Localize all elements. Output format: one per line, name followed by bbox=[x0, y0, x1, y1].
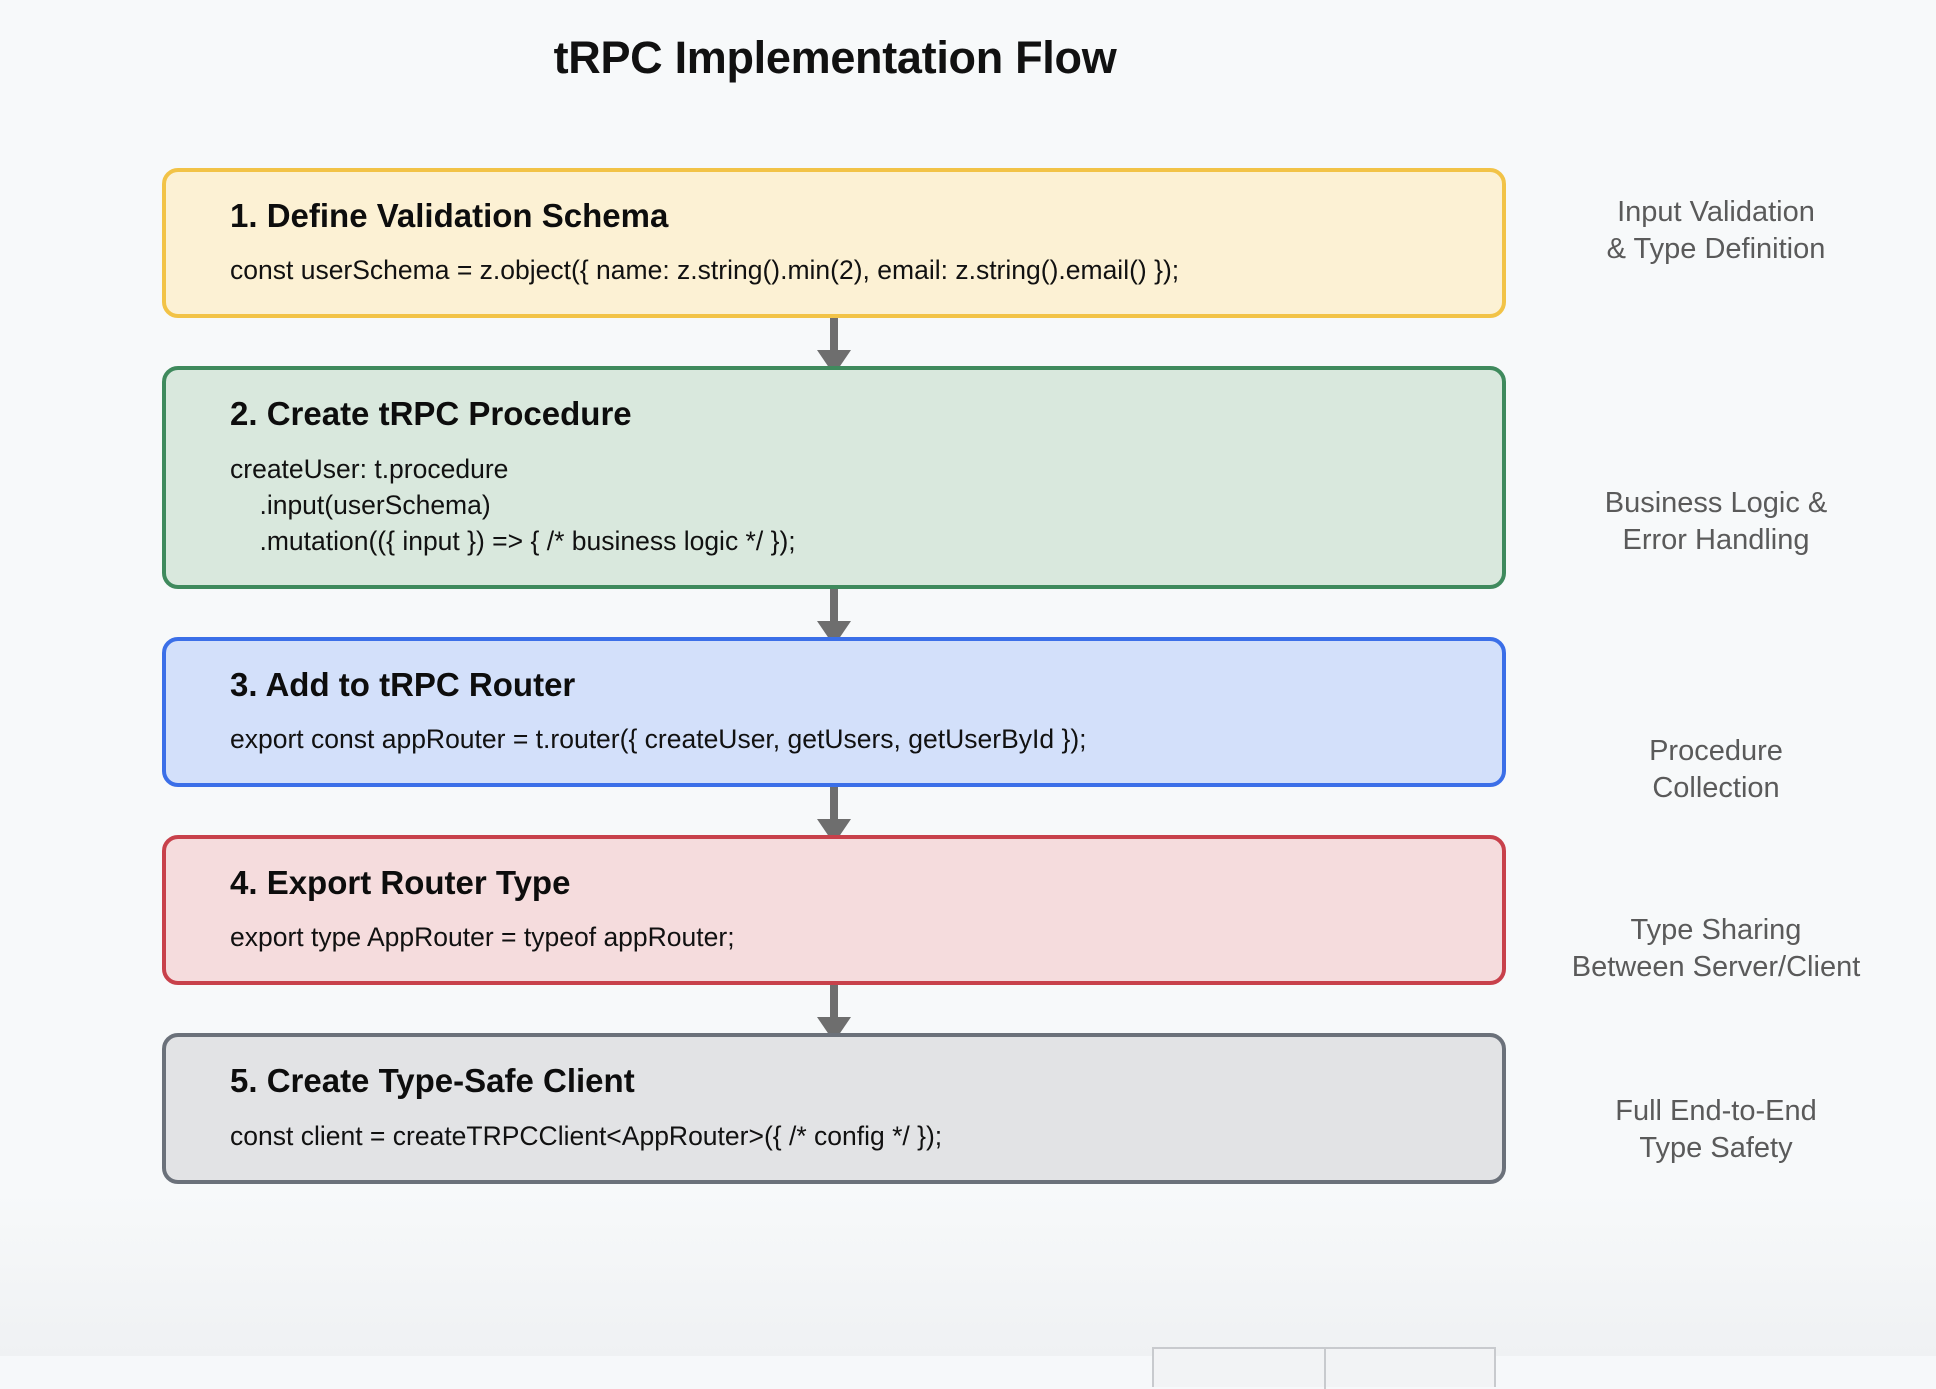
step-title-3: 3. Add to tRPC Router bbox=[230, 665, 576, 703]
annotation-step-1: Input Validation & Type Definition bbox=[1606, 196, 1826, 266]
step-box-3[interactable]: 3. Add to tRPC Router export const appRo… bbox=[162, 636, 1506, 788]
step-box-1[interactable]: 1. Define Validation Schema const userSc… bbox=[162, 168, 1506, 319]
down-arrow-icon bbox=[814, 582, 854, 646]
down-arrow-icon bbox=[814, 312, 854, 376]
page-title: tRPC Implementation Flow bbox=[553, 32, 1117, 83]
annotation-step-4: Type Sharing Between Server/Client bbox=[1571, 914, 1861, 984]
arrow-stem bbox=[830, 979, 838, 1020]
step-box-4[interactable]: 4. Export Router Type export type AppRou… bbox=[162, 835, 1506, 986]
arrow-stem bbox=[830, 582, 838, 623]
annotation-step-2: Business Logic & Error Handling bbox=[1604, 487, 1828, 557]
annotation-step-5: Full End-to-End Type Safety bbox=[1615, 1095, 1817, 1165]
connector-arrow-4-to-5 bbox=[162, 979, 1506, 1043]
connector-arrow-3-to-4 bbox=[162, 781, 1506, 845]
step-title-1: 1. Define Validation Schema bbox=[230, 197, 669, 234]
step-code-4: export type AppRouter = typeof appRouter… bbox=[230, 922, 735, 953]
step-code-5: const client = createTRPCClient<AppRoute… bbox=[230, 1120, 943, 1151]
arrow-stem bbox=[830, 781, 838, 822]
step-code-2: createUser: t.procedure .input(userSchem… bbox=[230, 453, 796, 556]
step-title-4: 4. Export Router Type bbox=[230, 864, 571, 902]
flow-column: 1. Define Validation Schema const userSc… bbox=[162, 168, 1506, 1184]
step-code-3: export const appRouter = t.router({ crea… bbox=[230, 724, 1087, 755]
arrow-stem bbox=[830, 312, 838, 353]
panel-divider bbox=[1324, 1349, 1326, 1389]
connector-arrow-2-to-3 bbox=[162, 582, 1506, 646]
annotation-step-3: Procedure Collection bbox=[1649, 735, 1783, 805]
down-arrow-icon bbox=[814, 781, 854, 845]
step-title-5: 5. Create Type-Safe Client bbox=[230, 1062, 635, 1100]
connector-arrow-1-to-2 bbox=[162, 312, 1506, 376]
step-code-1: const userSchema = z.object({ name: z.st… bbox=[230, 255, 1180, 286]
bottom-partial-panel[interactable] bbox=[1152, 1347, 1496, 1389]
step-box-2[interactable]: 2. Create tRPC Procedure createUser: t.p… bbox=[162, 366, 1506, 589]
step-box-5[interactable]: 5. Create Type-Safe Client const client … bbox=[162, 1033, 1506, 1184]
step-title-2: 2. Create tRPC Procedure bbox=[230, 395, 632, 433]
down-arrow-icon bbox=[814, 979, 854, 1043]
